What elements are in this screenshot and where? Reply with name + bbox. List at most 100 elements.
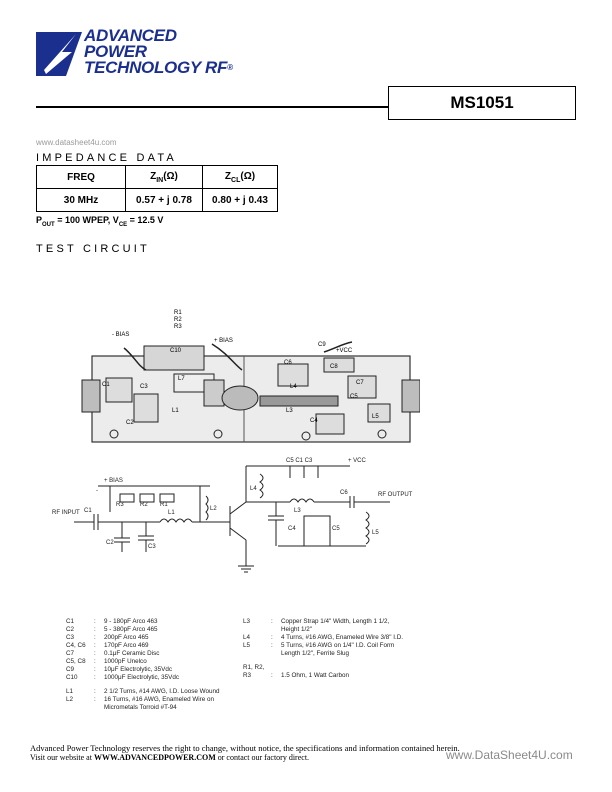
part-ref: L1	[66, 688, 74, 695]
part-desc: Micrometals Torroid #T-94	[104, 704, 177, 711]
part-ref	[243, 650, 271, 658]
part-desc: 5 - 380pF Arco 465	[104, 626, 158, 633]
watermark-top: www.datasheet4u.com	[36, 138, 117, 147]
label-r1: R1	[174, 310, 182, 316]
header-rule	[36, 106, 388, 108]
sch-label-r2: R2	[140, 502, 148, 508]
cell-freq: 30 MHz	[36, 188, 126, 212]
part-desc: Copper Strap 1/4" Width, Length 1 1/2,	[281, 618, 390, 625]
part-sep	[271, 650, 281, 658]
sch-label-l5: L5	[372, 530, 379, 536]
impedance-table: FREQ ZIN(Ω) ZCL(Ω) 30 MHz 0.57 + j 0.78 …	[36, 165, 278, 212]
table-header-row: FREQ ZIN(Ω) ZCL(Ω)	[36, 165, 278, 189]
part-sep: :	[94, 666, 96, 673]
sch-label-r3: R3	[116, 502, 124, 508]
sch-label-vcc: + VCC	[348, 458, 367, 464]
label-c5: C5	[350, 394, 358, 400]
logo-wordmark: ADVANCED POWER TECHNOLOGY RF®	[84, 27, 233, 76]
website-link[interactable]: WWW.ADVANCEDPOWER.COM	[93, 753, 216, 762]
parts-list-item: C5, C8:1000pF Unelco	[66, 658, 236, 666]
registered-mark: ®	[227, 63, 233, 72]
parts-list-item: C1:9 - 180pF Arco 463	[66, 618, 236, 626]
label-vcc: +VCC	[336, 348, 353, 354]
sch-label-l2: L2	[210, 506, 217, 512]
header-zcl: ZCL(Ω)	[202, 165, 278, 189]
part-sep: :	[94, 688, 96, 695]
parts-list-item: L4: 4 Turns, #16 AWG, Enameled Wire 3/8" …	[243, 634, 423, 642]
parts-list-item: C3:200pF Arco 465	[66, 634, 236, 642]
part-ref: C7	[66, 650, 75, 657]
part-sep: :	[271, 672, 273, 679]
part-ref	[66, 704, 94, 712]
logo-line-2: POWER	[84, 42, 147, 61]
header-zin: ZIN(Ω)	[125, 165, 203, 189]
part-ref: L4	[243, 634, 251, 641]
part-desc: 0.1μF Ceramic Disc	[104, 650, 160, 657]
part-sep: :	[94, 650, 96, 657]
test-circuit-photo: R1 R2 R3 - BIAS + BIAS C10 C9 +VCC C6 C8…	[80, 308, 420, 444]
parts-list-item: R1, R2,	[243, 664, 423, 672]
part-desc: 4 Turns, #16 AWG, Enameled Wire 3/8" I.D…	[281, 634, 404, 641]
parts-list-item: R3:1.5 Ohm, 1 Watt Carbon	[243, 672, 423, 680]
part-sep: :	[94, 658, 96, 665]
part-ref: L3	[243, 618, 251, 625]
label-l5: L5	[372, 414, 379, 420]
label-l3: L3	[286, 408, 293, 414]
parts-list-item: C4, C6:170pF Arco 469	[66, 642, 236, 650]
part-ref: L2	[66, 696, 74, 703]
label-c9: C9	[318, 342, 326, 348]
part-sep: :	[94, 634, 96, 641]
parts-list-item: C2:5 - 380pF Arco 465	[66, 626, 236, 634]
part-sep: :	[271, 634, 273, 641]
label-c10: C10	[170, 348, 182, 354]
part-ref: R1, R2,	[243, 664, 265, 671]
part-desc: 16 Turns, #16 AWG, Enameled Wire on	[104, 696, 215, 703]
parts-list-item: C7: 0.1μF Ceramic Disc	[66, 650, 236, 658]
sch-label-c5: C5	[332, 526, 340, 532]
part-desc: 200pF Arco 465	[104, 634, 149, 641]
part-desc: Height 1/2"	[281, 626, 312, 633]
parts-list-item: C9:10μF Electrolytic, 35Vdc	[66, 666, 236, 674]
parts-list-right: L3: Copper Strap 1/4" Width, Length 1 1/2…	[243, 618, 423, 680]
cell-zcl: 0.80 + j 0.43	[202, 188, 278, 212]
label-l4: L4	[290, 384, 297, 390]
part-sep: :	[94, 696, 96, 703]
part-ref: C1	[66, 618, 75, 625]
parts-list-item: L3:Copper Strap 1/4" Width, Length 1 1/2…	[243, 618, 423, 626]
sch-label-minus: -	[96, 488, 98, 494]
label-c6: C6	[284, 360, 292, 366]
label-c1: C1	[102, 382, 110, 388]
sch-label-c1: C1	[84, 508, 92, 514]
parts-list-item: L1: 2 1/2 Turns, #14 AWG, I.D. Loose Woun…	[66, 688, 236, 696]
label-r3: R3	[174, 324, 182, 330]
part-desc: Length 1/2", Ferrite Slug	[281, 650, 350, 657]
part-desc: 1000μF Electrolytic, 35Vdc	[104, 674, 180, 681]
part-sep: :	[94, 674, 96, 681]
part-ref	[243, 626, 271, 634]
label-plus-bias: + BIAS	[214, 338, 233, 344]
part-sep	[271, 664, 281, 672]
part-sep	[271, 626, 281, 634]
sch-label-rf-input: RF INPUT	[52, 510, 80, 516]
sch-label-plus-bias: + BIAS	[104, 478, 123, 484]
label-r2: R2	[174, 317, 182, 323]
part-number-box: MS1051	[388, 86, 576, 120]
part-ref: C9	[66, 666, 75, 673]
sch-label-rf-output: RF OUTPUT	[378, 492, 413, 498]
part-sep: :	[94, 626, 96, 633]
part-desc: 5 Turns, #16 AWG on 1/4" I.D. Coil Form	[281, 642, 395, 649]
label-c2: C2	[126, 420, 134, 426]
sch-label-c6: C6	[340, 490, 348, 496]
part-desc: 2 1/2 Turns, #14 AWG, I.D. Loose Wound	[104, 688, 220, 695]
part-sep	[94, 704, 104, 712]
test-condition: POUT = 100 WPEP, VCE = 12.5 V	[36, 215, 164, 228]
part-ref: C10	[66, 674, 78, 681]
impedance-title: IMPEDANCE DATA	[36, 152, 177, 164]
sch-label-c5-c1-c3: C5 C1 C3	[286, 458, 313, 464]
part-desc: 1.5 Ohm, 1 Watt Carbon	[281, 672, 350, 679]
part-desc: 1000pF Unelco	[104, 658, 147, 665]
test-circuit-schematic: + BIAS - R3 R2 R1 L2 RF INPUT C1 C2 C3 L…	[52, 458, 413, 573]
sch-label-c3: C3	[148, 544, 156, 550]
sch-label-r1: R1	[160, 502, 168, 508]
test-circuit-title: TEST CIRCUIT	[36, 243, 150, 255]
